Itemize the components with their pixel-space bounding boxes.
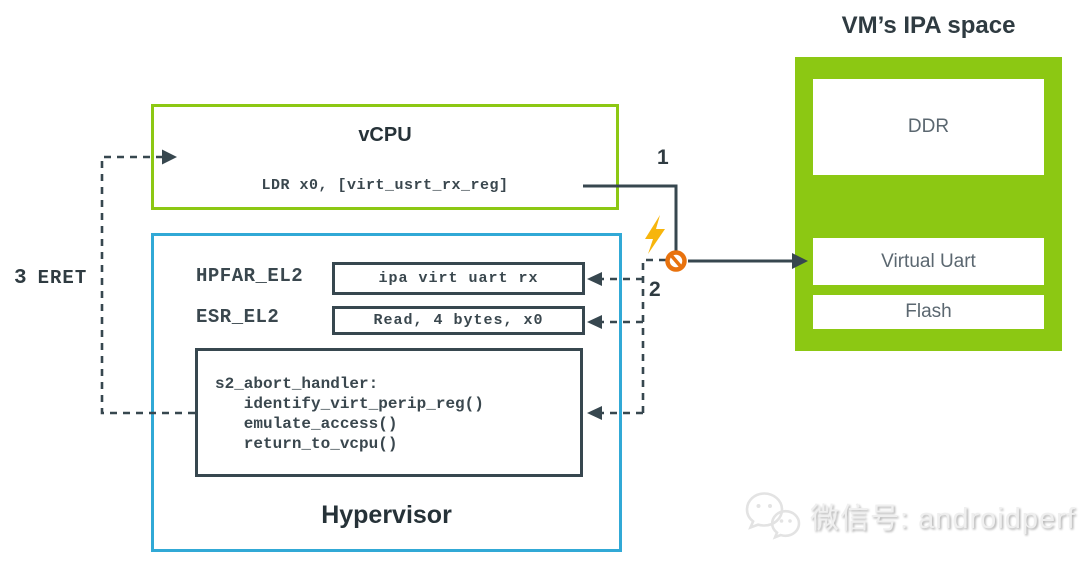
handler-code-line: emulate_access() (215, 415, 398, 433)
s2-abort-handler-box: s2_abort_handler: identify_virt_perip_re… (195, 348, 583, 477)
vm-ipa-space-box: DDR Virtual Uart Flash (795, 57, 1062, 351)
vcpu-title: vCPU (358, 124, 412, 146)
blocked-circle-icon (665, 250, 687, 272)
region-flash: Flash (813, 295, 1044, 329)
handler-code-line: return_to_vcpu() (215, 435, 398, 453)
handler-code-line: identify_virt_perip_reg() (215, 395, 484, 413)
region-ddr: DDR (813, 79, 1044, 175)
register-value-esr-el2: Read, 4 bytes, x0 (332, 306, 585, 335)
hypervisor-title: Hypervisor (321, 501, 452, 529)
register-name-hpfar-el2: HPFAR_EL2 (196, 265, 304, 287)
step-3-number: 3 (14, 267, 27, 290)
region-virtual-uart: Virtual Uart (813, 238, 1044, 285)
register-value-hpfar-el2: ipa virt uart rx (332, 262, 585, 295)
step-3-eret-label: 3 ERET (14, 267, 87, 290)
handler-code-line: s2_abort_handler: (215, 375, 379, 393)
vcpu-instruction: LDR x0, [virt_usrt_rx_reg] (261, 177, 509, 194)
eret-text: ERET (37, 267, 88, 289)
watermark: 微信号: androidperf (744, 489, 1076, 543)
lightning-icon (645, 215, 665, 254)
step-2-label: 2 (649, 278, 661, 301)
vcpu-box (151, 104, 619, 210)
wechat-icon (745, 492, 801, 540)
vm-ipa-space-title: VM’s IPA space (841, 12, 1016, 39)
register-name-esr-el2: ESR_EL2 (196, 306, 280, 328)
step-1-label: 1 (657, 146, 669, 169)
blocked-circle-slash (668, 252, 684, 270)
watermark-text: 微信号: androidperf (810, 503, 1076, 535)
